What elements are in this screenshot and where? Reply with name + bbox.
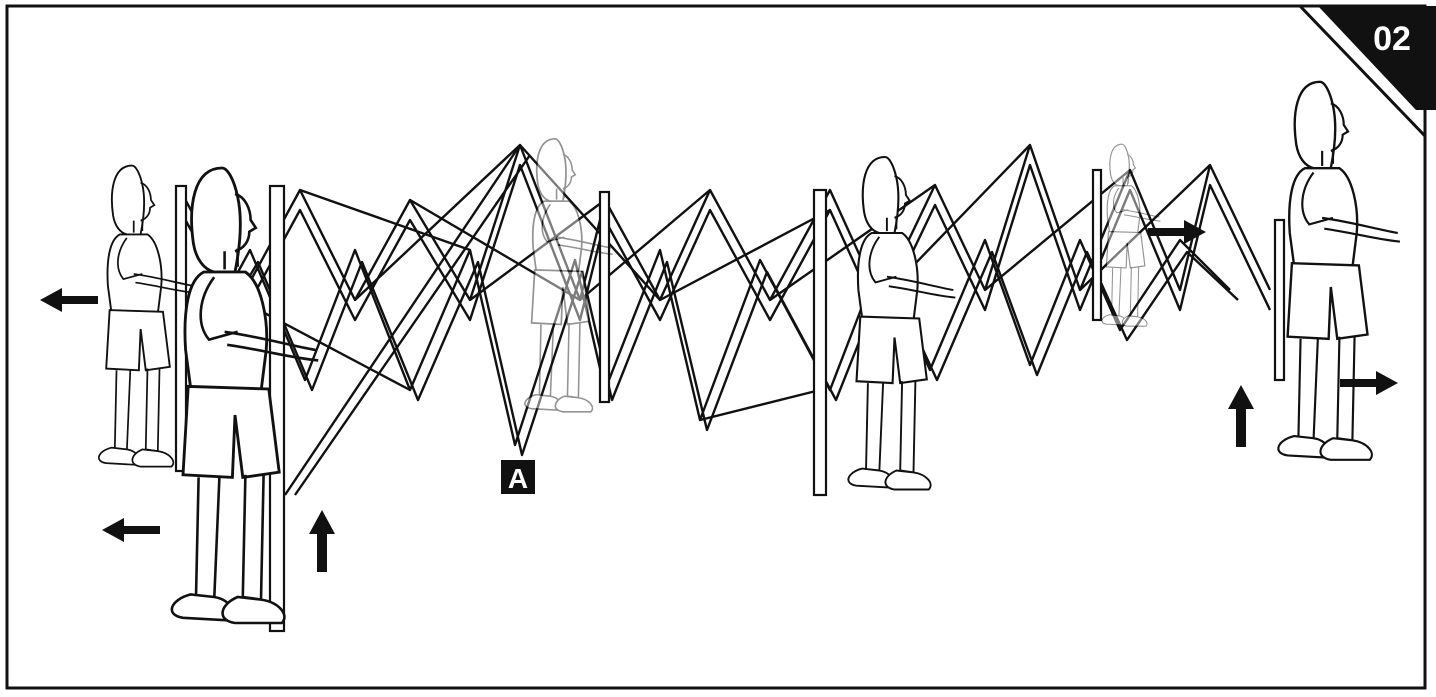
leg-rear-right: [1091, 168, 1103, 322]
callout-a: A: [501, 460, 535, 494]
leg-rear-middle: [598, 190, 611, 404]
leg-front-middle: [812, 188, 828, 497]
canopy-frame: [178, 143, 1272, 496]
step-number: 02: [1373, 20, 1411, 58]
callout-a-label: A: [508, 463, 528, 494]
leg-front-right: [1273, 218, 1286, 382]
frame-legs: [174, 168, 1286, 633]
step-badge: 02: [1296, 4, 1436, 140]
